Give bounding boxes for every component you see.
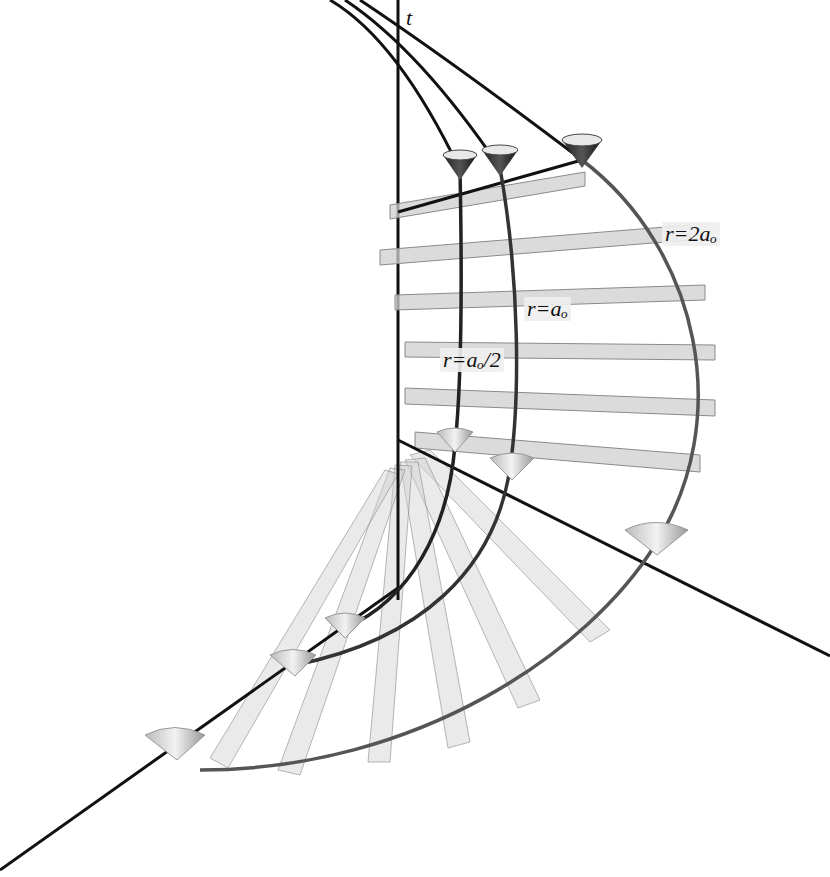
light-cone xyxy=(270,650,316,677)
light-cone xyxy=(625,523,688,556)
radius-label: r=aₒ xyxy=(524,297,571,321)
axis-label: t xyxy=(406,6,412,30)
radius-label: r=aₒ/2 xyxy=(440,348,504,372)
worldline-tops xyxy=(330,0,582,170)
fanned-slabs xyxy=(210,450,610,775)
stair-slabs xyxy=(380,172,715,472)
light-cone xyxy=(145,728,205,761)
helix-outer xyxy=(200,160,698,770)
light-cone xyxy=(437,428,473,452)
slab xyxy=(380,225,690,265)
helix-inner xyxy=(345,170,461,628)
radial-line xyxy=(0,588,398,870)
helix-middle xyxy=(295,168,517,665)
light-cone xyxy=(482,145,518,155)
light-cones-top xyxy=(443,134,602,180)
light-cones xyxy=(145,428,688,760)
slab xyxy=(405,388,715,416)
worldline xyxy=(360,0,582,160)
light-cone xyxy=(562,134,602,146)
worldline xyxy=(345,0,500,168)
slab xyxy=(390,172,585,219)
light-cone xyxy=(490,453,534,480)
light-cone xyxy=(443,150,477,160)
light-cone xyxy=(325,613,365,638)
radial-line xyxy=(398,440,830,656)
radial-line xyxy=(398,160,582,212)
slab xyxy=(210,470,398,768)
radius-label: r=2aₒ xyxy=(662,222,720,246)
